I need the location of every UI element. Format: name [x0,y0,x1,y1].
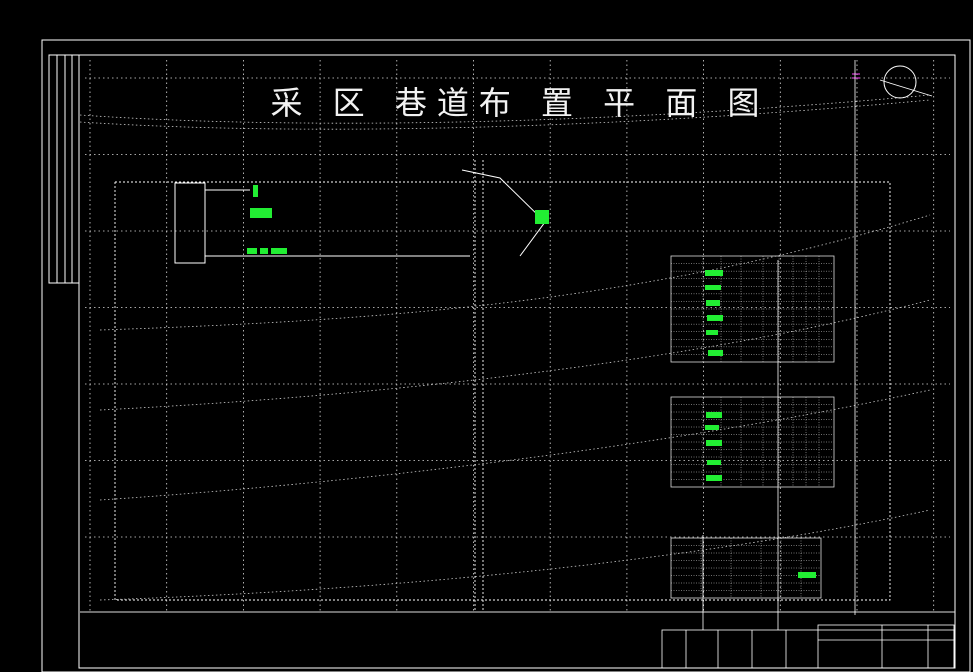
table-highlight [705,425,719,430]
table-highlight [708,350,723,356]
upper-roadway-block [174,169,546,264]
table-highlight [798,572,816,578]
left-revision-strip [48,54,80,284]
sheet-outer-border [41,39,971,672]
contour-lines [79,94,931,601]
north-arrow-icon [852,65,933,99]
table-highlight [706,475,722,481]
table-highlight [706,300,720,306]
table-highlight [706,440,722,446]
sheet-inner-border [78,54,956,669]
table-highlight [707,460,721,465]
mining-district-boundary [114,160,891,610]
table-highlight [705,270,723,276]
equipment-tables [670,255,835,599]
table-highlight [705,285,721,290]
green-equipment-marks [247,185,549,254]
table-highlight [706,412,722,418]
coordinate-grid [80,60,955,613]
spec-table [670,255,835,363]
spec-table [670,537,822,599]
title-block [661,624,955,669]
table-highlight [706,330,718,335]
spec-table [670,396,835,488]
table-highlight [707,315,723,321]
